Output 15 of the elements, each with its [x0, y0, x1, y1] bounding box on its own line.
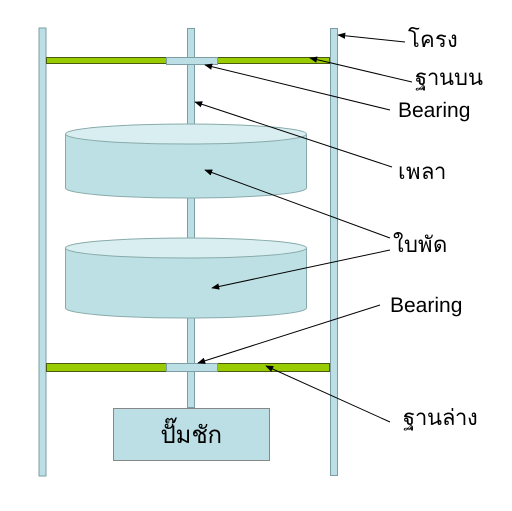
leader-line [194, 101, 392, 168]
part-label: เพลา [398, 162, 446, 184]
leader-line [309, 56, 412, 82]
leader-line [265, 366, 390, 422]
pump-box [113, 408, 270, 461]
part-label: ฐานล่าง [403, 408, 478, 430]
part-label: ฐานบน [415, 68, 483, 90]
part-label: Bearing [390, 294, 462, 316]
leader-line [204, 64, 390, 110]
part-label: Bearing [398, 100, 470, 120]
leader-line [337, 32, 406, 42]
leader-line [204, 169, 390, 238]
leader-line [197, 304, 380, 364]
leader-line [211, 250, 390, 290]
pump-label: ปั๊มชัก [160, 415, 222, 454]
